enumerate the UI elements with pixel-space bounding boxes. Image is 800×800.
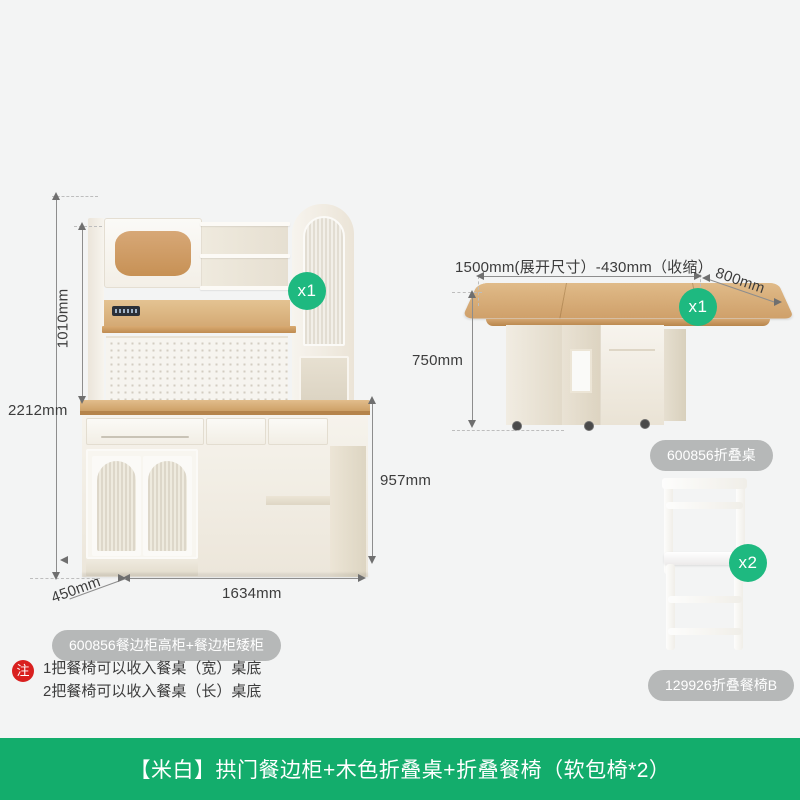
cabinet-quantity-badge: x1 <box>288 272 326 310</box>
chair-back-rail <box>666 502 743 509</box>
cabinet-caption-pill: 600856餐边柜高柜+餐边柜矮柜 <box>52 630 281 661</box>
arrow-right-table-depth <box>774 298 782 306</box>
chair-back-post-right <box>736 478 745 574</box>
glass-door-left <box>92 456 141 556</box>
arrow-left-table-depth <box>702 274 710 282</box>
caster-wheel-icon <box>640 419 650 429</box>
footer-banner: 【米白】拱门餐边柜+木色折叠桌+折叠餐椅（软包椅*2） <box>0 738 800 800</box>
base-drawer-wide <box>86 418 204 445</box>
table-caption-pill: 600856折叠桌 <box>650 440 773 471</box>
shelf-board <box>200 222 290 226</box>
arrow-right-table-width <box>694 272 702 280</box>
note-line: 1把餐椅可以收入餐桌（宽）桌底 <box>43 660 262 677</box>
dim-line-table-height <box>472 296 473 424</box>
note-block: 注 1把餐椅可以收入餐桌（宽）桌底 2把餐椅可以收入餐桌（长）桌底 <box>12 657 261 703</box>
chair-caption-pill: 129926折叠餐椅B <box>648 670 795 701</box>
dim-label-lower-height: 957mm <box>380 472 432 489</box>
dim-line-lower-height <box>372 402 373 560</box>
note-text-lines: 1把餐椅可以收入餐桌（宽）桌底 2把餐椅可以收入餐桌（长）桌底 <box>43 657 261 703</box>
chair-top-rail <box>662 478 747 489</box>
wall-cabinet-wood-panel <box>115 231 191 276</box>
desk-side-leg <box>330 446 366 577</box>
arrow-down-table-height <box>468 420 476 428</box>
desk-support-rail <box>266 496 332 505</box>
dim-line-upper-height <box>82 228 83 400</box>
drawer-handle-icon <box>101 436 189 438</box>
arrow-left-width <box>122 574 130 582</box>
table-open-window <box>570 349 592 393</box>
base-drawer-right <box>268 418 328 445</box>
chair-stretcher-lower <box>668 628 742 635</box>
chair-back-post-left <box>664 478 673 574</box>
chair-padded-seat <box>664 552 742 565</box>
pegboard-back-panel <box>106 336 288 402</box>
arrow-right-depth <box>118 574 126 582</box>
glass-door-right <box>143 456 192 556</box>
arrow-down-total-height <box>52 572 60 580</box>
arrow-left-table-width <box>476 272 484 280</box>
arrow-down-lower-height <box>368 556 376 564</box>
chair-quantity-badge: x2 <box>729 544 767 582</box>
chair-front-leg-right <box>734 564 743 650</box>
ext-line-table-floor <box>452 430 564 431</box>
arrow-up-table-height <box>468 290 476 298</box>
ext-line-cabinet-bottom <box>30 578 100 579</box>
arch-cabinet-lower-shelf <box>299 356 349 402</box>
arrow-left-depth <box>60 556 68 564</box>
folding-chair-illustration <box>652 478 762 650</box>
dim-label-upper-height: 1010mm <box>54 288 72 349</box>
ext-line-table-left <box>478 276 479 306</box>
hutch-open-shelving <box>200 222 290 290</box>
chair-front-leg-left <box>666 564 675 650</box>
chair-stretcher-upper <box>668 596 742 603</box>
arrow-up-lower-height <box>368 396 376 404</box>
folding-table-illustration <box>461 283 795 448</box>
base-drawer-middle <box>206 418 266 445</box>
table-left-leg-panel <box>506 325 562 425</box>
arrow-up-upper-height <box>78 222 86 230</box>
dim-label-total-height: 2212mm <box>8 402 68 419</box>
countertop-edge <box>80 411 370 415</box>
dim-line-width <box>128 578 360 579</box>
table-right-side-panel <box>664 329 686 421</box>
ext-line-table-top <box>452 292 482 293</box>
table-storage-box <box>600 325 664 425</box>
caster-wheel-icon <box>584 421 594 431</box>
arrow-right-width <box>358 574 366 582</box>
shelf-board <box>200 286 290 290</box>
sideboard-cabinet-illustration <box>80 196 380 588</box>
shelf-board <box>200 254 290 258</box>
dim-line-table-width <box>482 276 696 277</box>
ext-line-cabinet-top <box>52 196 98 197</box>
hutch-left-side-panel <box>88 218 104 414</box>
arrow-up-total-height <box>52 192 60 200</box>
table-quantity-badge: x1 <box>679 288 717 326</box>
cabinet-floor-shadow <box>82 573 368 578</box>
base-plinth <box>86 559 198 576</box>
fluted-glass-pane <box>148 461 187 551</box>
note-badge-icon: 注 <box>12 660 34 682</box>
hutch-wood-ledge <box>102 326 296 333</box>
dim-label-table-height: 750mm <box>412 352 464 369</box>
wood-countertop <box>80 400 370 413</box>
dim-label-table-width: 1500mm(展开尺寸）-430mm（收缩） <box>455 259 713 276</box>
table-top-front-edge <box>486 319 770 326</box>
digital-display-icon <box>112 306 140 316</box>
base-glass-door-group <box>86 449 198 559</box>
footer-title: 【米白】拱门餐边柜+木色折叠桌+折叠餐椅（软包椅*2） <box>129 759 671 782</box>
arrow-down-upper-height <box>78 396 86 404</box>
dim-line-total-height <box>56 198 57 576</box>
fluted-glass-pane <box>97 461 136 551</box>
table-box-divider <box>609 349 655 351</box>
ext-line-table-right <box>700 270 701 296</box>
ext-line-upper-top <box>74 226 102 227</box>
dim-label-width: 1634mm <box>222 585 282 602</box>
note-line: 2把餐椅可以收入餐桌（长）桌底 <box>43 683 262 700</box>
hutch-wall-cabinet-door <box>104 218 202 288</box>
table-leaf-seam <box>559 283 567 319</box>
